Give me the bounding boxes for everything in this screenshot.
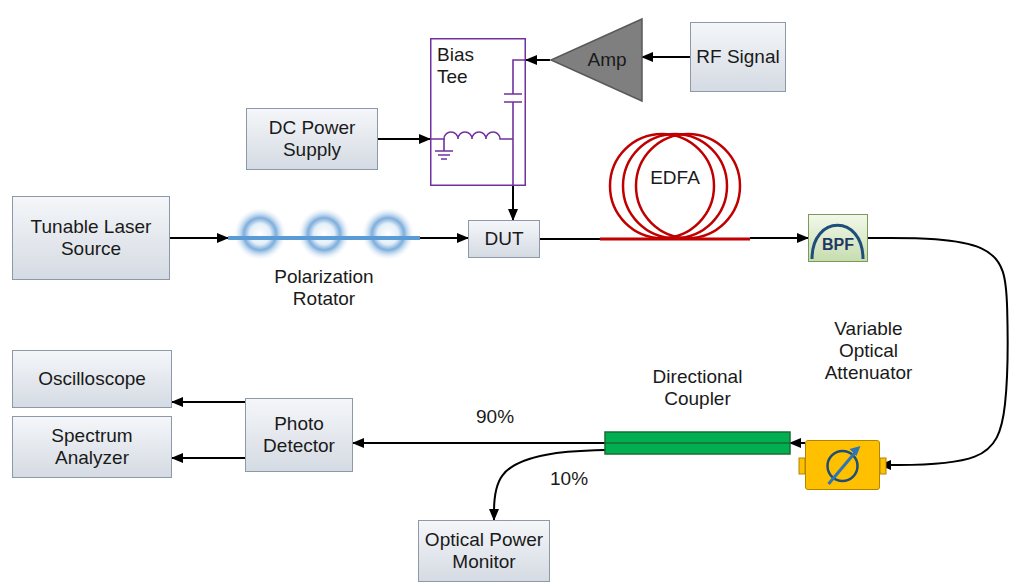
directional-coupler: Directional Coupler (605, 432, 790, 454)
part-label: Polarization Rotator (262, 266, 386, 310)
polarization-rotator-shape (228, 216, 420, 260)
signal-arrow (790, 442, 805, 444)
attenuator-box-shape (806, 441, 879, 489)
signal-arrow (420, 237, 468, 239)
part-label: Directional Coupler (623, 366, 773, 410)
part-label: Variable Optical Attenuator (813, 318, 925, 384)
signal-arrow (512, 186, 514, 220)
bias-tee-box: Bias Tee (430, 38, 526, 186)
instrument-box: Oscilloscope (12, 350, 172, 408)
signal-arrow (494, 450, 605, 520)
split-ratio: 10% (548, 468, 590, 490)
signal-arrow (642, 56, 690, 58)
process-box: RF Signal (690, 22, 786, 92)
signal-arrow (170, 237, 228, 239)
instrument-box: Spectrum Analyzer (12, 416, 172, 478)
node-label: BPF (822, 235, 854, 254)
node-label: DC Power Supply (252, 117, 372, 161)
amplifier-triangle: Amp (550, 18, 642, 102)
filter-box: BPF (808, 214, 868, 262)
node-label: EDFA (650, 167, 700, 189)
node-label: Bias Tee (437, 44, 499, 88)
signal-arrow (540, 238, 600, 240)
instrument-box: Optical Power Monitor (418, 520, 550, 582)
signal-arrow (750, 237, 808, 239)
process-box: DC Power Supply (246, 108, 378, 170)
node-label: Spectrum Analyzer (17, 425, 167, 469)
signal-arrow (353, 442, 605, 444)
signal-arrow (378, 138, 430, 140)
signal-arrow (526, 59, 550, 61)
node-label: Amp (587, 49, 626, 71)
device-box: DUT (468, 220, 540, 258)
process-box: Photo Detector (245, 398, 353, 472)
node-label: Optical Power Monitor (422, 529, 546, 573)
node-label: DUT (484, 228, 523, 250)
signal-arrow (172, 401, 245, 403)
process-box: Tunable Laser Source (12, 196, 170, 280)
attenuator-box: Variable Optical Attenuator (805, 440, 880, 490)
node-label: RF Signal (696, 46, 779, 68)
node-label: Tunable Laser Source (21, 216, 161, 260)
node-label: Photo Detector (250, 413, 348, 457)
node-label: Oscilloscope (38, 368, 146, 390)
split-ratio: 90% (474, 406, 516, 428)
polarization-rotator: Polarization Rotator (228, 216, 420, 260)
edfa-coil: EDFA (600, 130, 750, 240)
directional-coupler-shape (605, 432, 790, 454)
signal-arrow (172, 457, 245, 459)
